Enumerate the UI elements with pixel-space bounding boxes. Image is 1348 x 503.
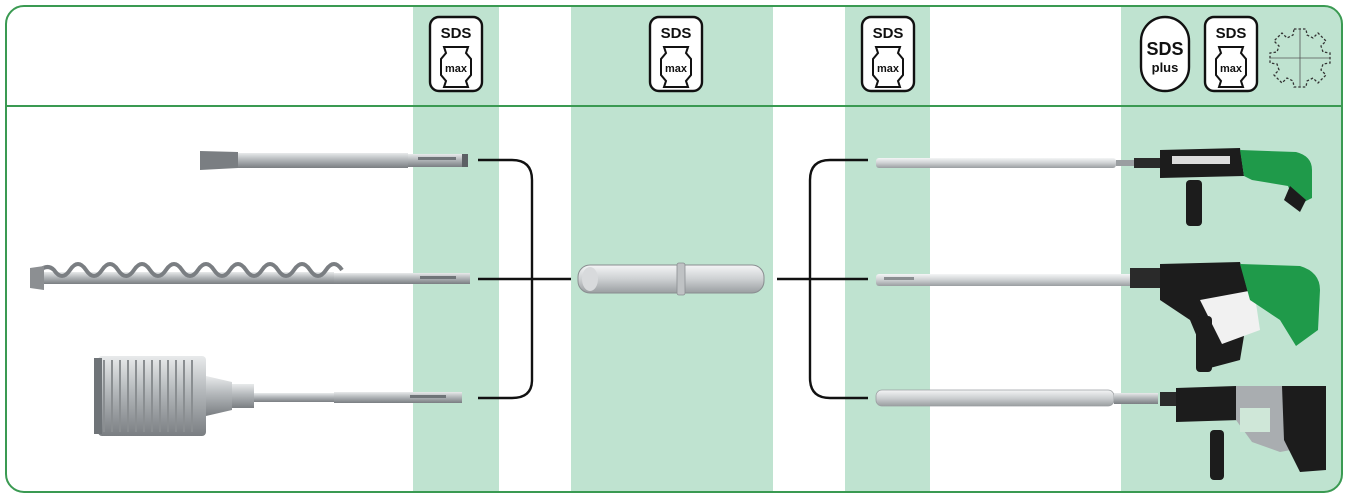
hex-shank-gear-icon: [1269, 28, 1331, 88]
left-connectors: [478, 158, 571, 400]
badge-sds-text: SDS: [661, 25, 692, 42]
sds-max-badge-3: SDS max: [860, 15, 916, 93]
sds-max-badge-4: SDS max: [1203, 15, 1259, 93]
badge-sds-plus-top: SDS: [1146, 39, 1183, 59]
badge-sds-text: SDS: [873, 25, 904, 42]
core-bit: [94, 356, 462, 436]
extension-rod-2: [876, 274, 1136, 286]
badge-sds-text: SDS: [441, 25, 472, 42]
badge-max-text: max: [665, 63, 688, 75]
extension-rod-3: [875, 389, 1158, 407]
hammer-drill-bit: [30, 262, 470, 290]
hex-demolition-hammer: [1160, 386, 1326, 480]
badge-max-text: max: [1220, 63, 1243, 75]
outer-frame: [5, 5, 1343, 493]
badge-max-text: max: [877, 63, 900, 75]
flat-chisel: [200, 151, 468, 170]
sds-plus-rotary-hammer: [1134, 148, 1312, 226]
adapter-sleeve: [577, 262, 765, 296]
sds-max-rotary-hammer: [1130, 262, 1320, 372]
sds-plus-badge: SDS plus: [1139, 15, 1191, 93]
sds-max-badge-2: SDS max: [648, 15, 704, 93]
badge-max-text: max: [445, 63, 468, 75]
extension-rod-1: [876, 158, 1148, 168]
badge-sds-text: SDS: [1216, 25, 1247, 42]
badge-sds-plus-bottom: plus: [1152, 60, 1179, 75]
sds-max-badge-1: SDS max: [428, 15, 484, 93]
right-connectors: [777, 158, 868, 400]
